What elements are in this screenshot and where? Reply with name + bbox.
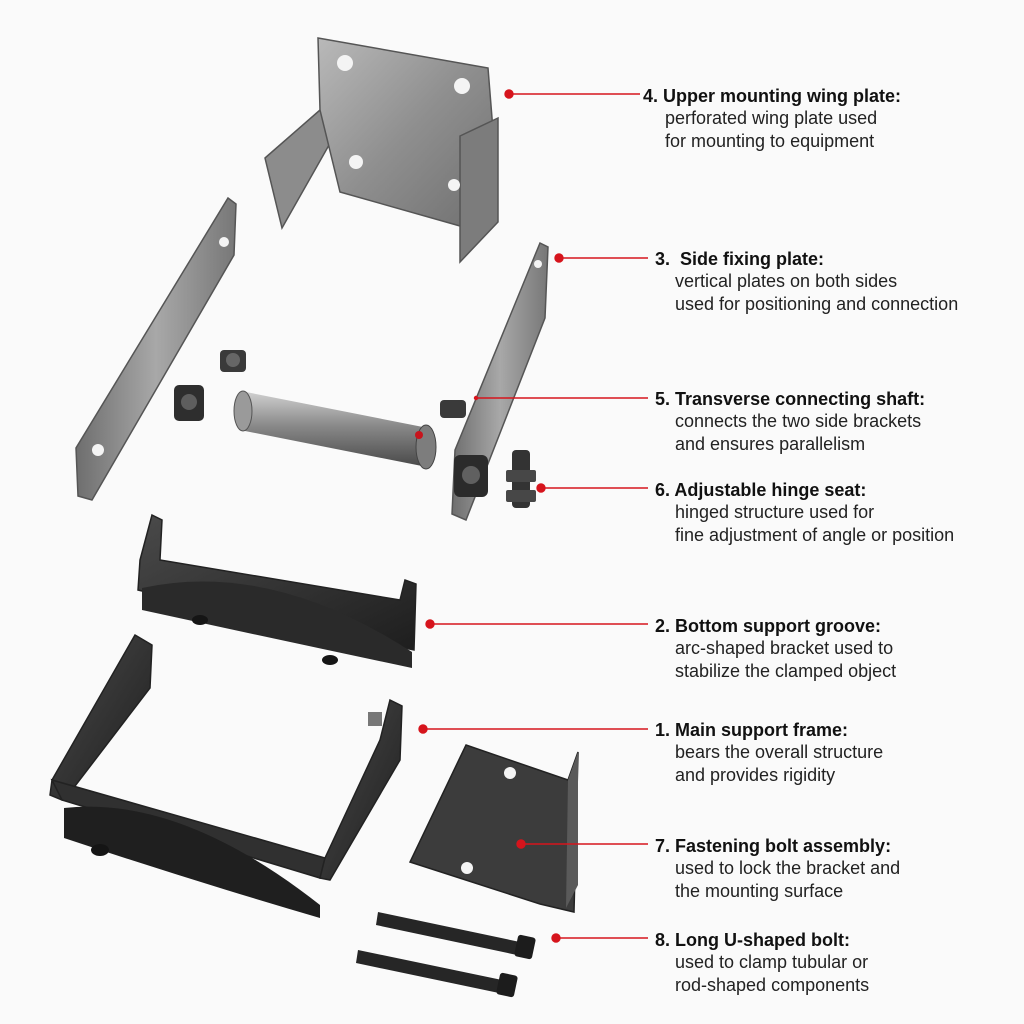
mounting-hole xyxy=(349,155,363,169)
callout-line: arc-shaped bracket used to xyxy=(675,638,894,658)
callout-title: 3. Side fixing plate: xyxy=(655,249,825,269)
callout-line: for mounting to equipment xyxy=(665,131,875,151)
callout-title: 5. Transverse connecting shaft: xyxy=(655,389,926,409)
callout-line: hinged structure used for xyxy=(675,502,875,522)
callout-line: and ensures parallelism xyxy=(675,434,866,454)
callout-title: 1. Main support frame: xyxy=(655,720,849,740)
callout-line: used to lock the bracket and xyxy=(675,858,901,878)
bottom-support-groove xyxy=(137,513,417,668)
callout-title: 8. Long U-shaped bolt: xyxy=(655,930,850,950)
callout-long-u-shaped-bolt: 8. Long U-shaped bolt: used to clamp tub… xyxy=(655,929,1024,997)
callout-line: used to clamp tubular or xyxy=(675,952,869,972)
side-fixing-plate-right xyxy=(451,241,549,521)
mounting-hole xyxy=(454,78,470,94)
callout-line: bears the overall structure xyxy=(675,742,884,762)
callout-title: 4. Upper mounting wing plate: xyxy=(643,86,901,106)
callout-side-fixing-plate: 3. Side fixing plate: vertical plates on… xyxy=(655,248,1024,316)
side-fixing-plate-left xyxy=(75,196,237,501)
callout-main-support-frame: 1. Main support frame: bears the overall… xyxy=(655,719,1024,787)
callout-line: vertical plates on both sides xyxy=(675,271,898,291)
transverse-connecting-shaft xyxy=(233,390,437,470)
long-u-shaped-bolt-1 xyxy=(376,912,536,960)
callout-line: rod-shaped components xyxy=(675,975,870,995)
callout-adjustable-hinge-seat: 6. Adjustable hinge seat: hinged structu… xyxy=(655,479,1024,547)
callout-bottom-support-groove: 2. Bottom support groove: arc-shaped bra… xyxy=(655,615,1024,683)
callout-line: connects the two side brackets xyxy=(675,411,922,431)
callout-fastening-bolt-assembly: 7. Fastening bolt assembly: used to lock… xyxy=(655,835,1024,903)
callout-line: used for positioning and connection xyxy=(675,294,959,314)
long-u-shaped-bolt-2 xyxy=(356,950,518,998)
callout-line: perforated wing plate used xyxy=(665,108,878,128)
mounting-hole xyxy=(337,55,353,71)
callout-transverse-connecting-shaft: 5. Transverse connecting shaft: connects… xyxy=(655,388,1024,456)
upper-mounting-wing-plate xyxy=(264,37,499,264)
callout-line: and provides rigidity xyxy=(675,765,836,785)
fastening-bolt-assembly xyxy=(408,744,579,913)
callout-title: 2. Bottom support groove: xyxy=(655,616,881,636)
callout-line: stabilize the clamped object xyxy=(675,661,897,681)
callout-title: 7. Fastening bolt assembly: xyxy=(655,836,892,856)
callout-line: fine adjustment of angle or position xyxy=(675,525,955,545)
callout-title: 6. Adjustable hinge seat: xyxy=(655,480,867,500)
adjustable-hinge-seat xyxy=(454,450,536,508)
shaft-pin xyxy=(415,431,423,439)
callout-line: the mounting surface xyxy=(675,881,844,901)
main-support-frame xyxy=(49,633,403,918)
hinge-hardware-left xyxy=(174,350,466,421)
callout-upper-mounting-wing-plate: 4. Upper mounting wing plate: perforated… xyxy=(643,85,1023,153)
mounting-hole xyxy=(448,179,460,191)
